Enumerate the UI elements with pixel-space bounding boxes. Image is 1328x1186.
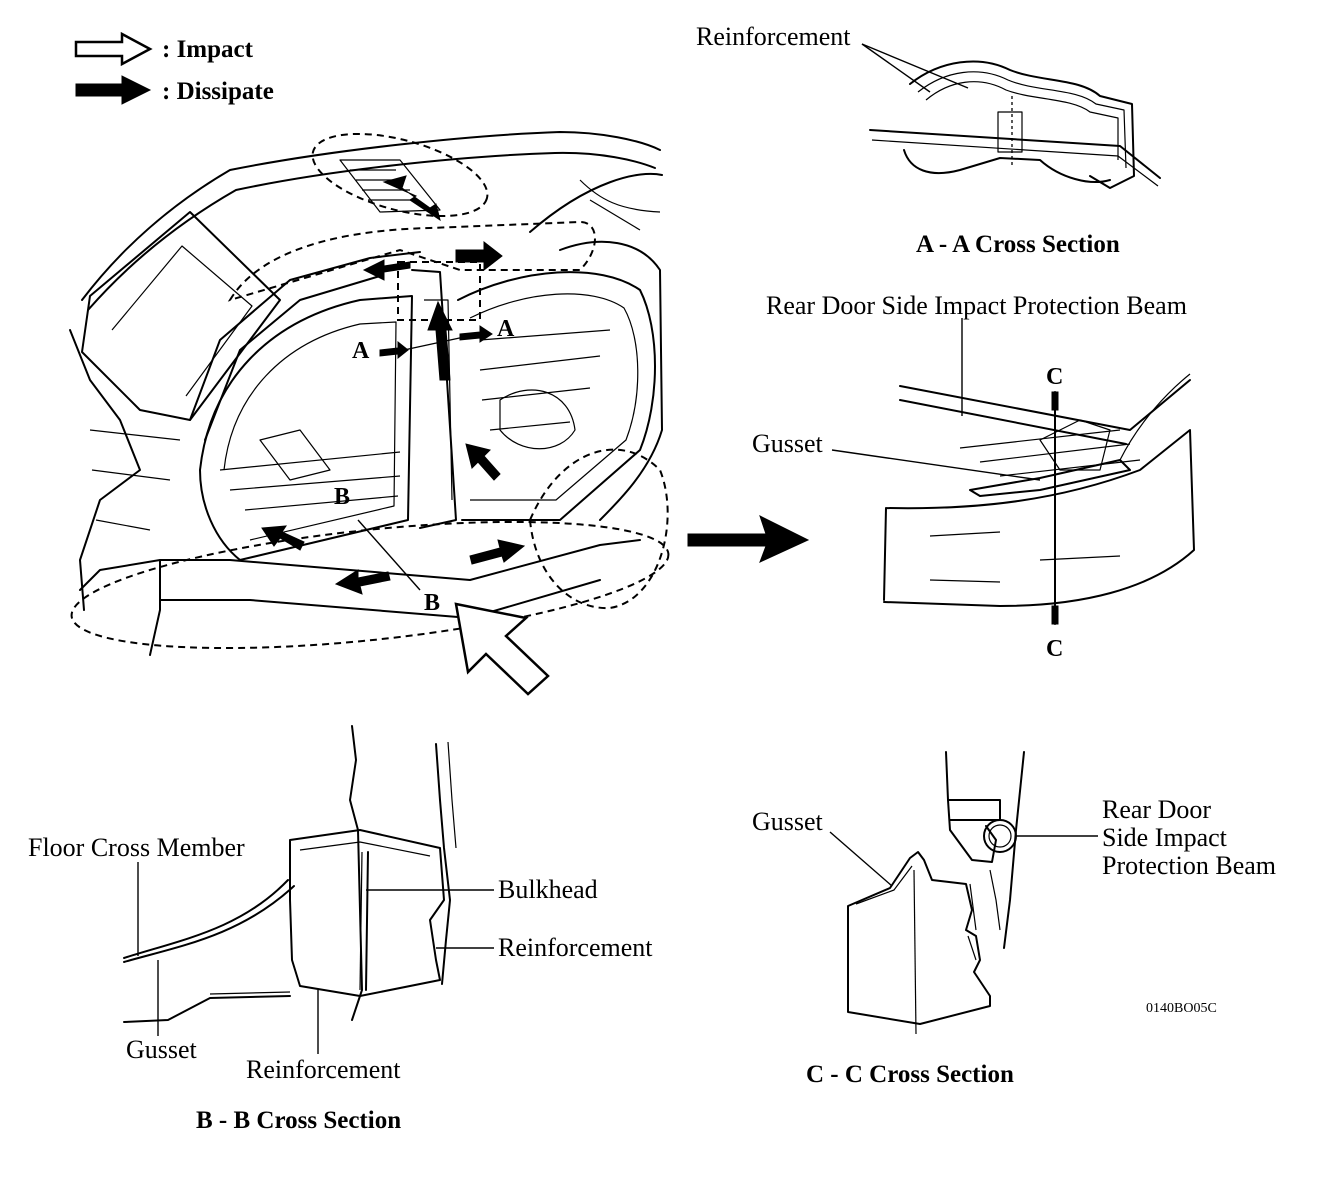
- section-a-title: A - A Cross Section: [916, 231, 1120, 258]
- section-c-gusset-label: Gusset: [752, 807, 824, 836]
- impact-legend-label: : Impact: [162, 36, 254, 63]
- dissipate-arrow-icon: [427, 300, 453, 381]
- section-a-detail: Reinforcement A - A Cross Section: [696, 22, 1161, 258]
- section-marker-a-right: A: [497, 316, 515, 342]
- figure-code: 0140BO05C: [1146, 1001, 1217, 1016]
- dissipate-arrow-icon: [382, 175, 441, 222]
- section-b-reinforcement-right-label: Reinforcement: [498, 933, 653, 962]
- section-c-detail: Gusset Rear Door Side Impact Protection …: [752, 751, 1276, 1088]
- section-marker-c-bottom: C: [1046, 636, 1063, 662]
- dissipate-arrow-icon: [362, 259, 411, 281]
- dissipate-arrow-icon: [334, 569, 391, 595]
- section-c-beam-label-line2: Side Impact: [1102, 823, 1228, 852]
- section-b-reinforcement-bottom-label: Reinforcement: [246, 1055, 401, 1084]
- body-side-illustration: A A B B: [69, 131, 810, 696]
- section-c-title: C - C Cross Section: [806, 1061, 1014, 1088]
- dissipate-arrows: [261, 175, 526, 595]
- dissipate-legend-label: : Dissipate: [162, 78, 274, 105]
- rear-door-detail: Rear Door Side Impact Protection Beam Gu…: [752, 291, 1195, 662]
- section-c-beam-label-line3: Protection Beam: [1102, 851, 1276, 880]
- impact-arrow-icon: [454, 602, 550, 696]
- dissipate-legend-arrow-icon: [75, 75, 152, 105]
- rear-door-beam-label: Rear Door Side Impact Protection Beam: [766, 291, 1187, 320]
- dissipate-arrow-icon: [379, 340, 409, 360]
- legend: : Impact : Dissipate: [74, 31, 274, 105]
- dissipate-arrow-icon: [469, 539, 526, 565]
- section-b-floor-cross-member-label: Floor Cross Member: [28, 833, 245, 862]
- rear-door-gusset-label: Gusset: [752, 429, 824, 458]
- section-marker-b-top: B: [334, 484, 350, 510]
- section-marker-c-top: C: [1046, 364, 1063, 390]
- section-b-title: B - B Cross Section: [196, 1107, 401, 1134]
- impact-legend-arrow-icon: [74, 31, 153, 67]
- section-a-reinforcement-label: Reinforcement: [696, 22, 851, 51]
- section-marker-a-left: A: [352, 338, 370, 364]
- section-marker-b-bottom: B: [424, 590, 440, 616]
- section-b-bulkhead-label: Bulkhead: [498, 875, 598, 904]
- section-b-detail: Floor Cross Member Bulkhead Reinforcemen…: [28, 725, 653, 1134]
- dissipate-arrow-icon: [465, 443, 501, 481]
- dissipate-arrow-icon: [455, 240, 503, 272]
- dissipate-arrow-icon: [261, 525, 305, 551]
- section-c-beam-label-line1: Rear Door: [1102, 795, 1211, 824]
- pointer-arrow-icon: [687, 515, 810, 563]
- section-b-gusset-label: Gusset: [126, 1035, 198, 1064]
